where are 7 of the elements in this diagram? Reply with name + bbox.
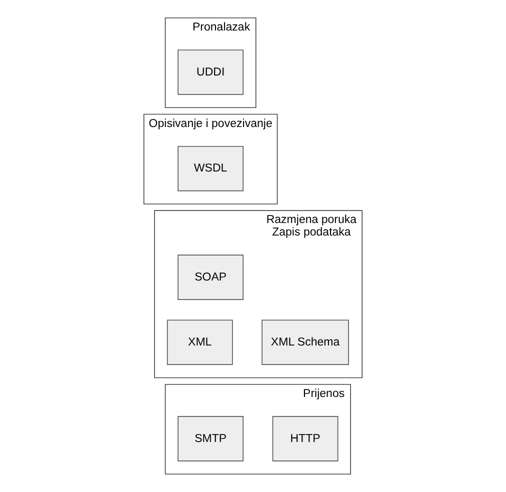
node-box: SOAP — [178, 254, 244, 300]
node-box: UDDI — [178, 50, 244, 95]
node-box: HTTP — [272, 416, 338, 462]
node-box: SMTP — [178, 416, 244, 462]
node-box: XML — [166, 320, 233, 365]
node-box: WSDL — [178, 146, 244, 192]
node-box: XML Schema — [262, 320, 349, 365]
